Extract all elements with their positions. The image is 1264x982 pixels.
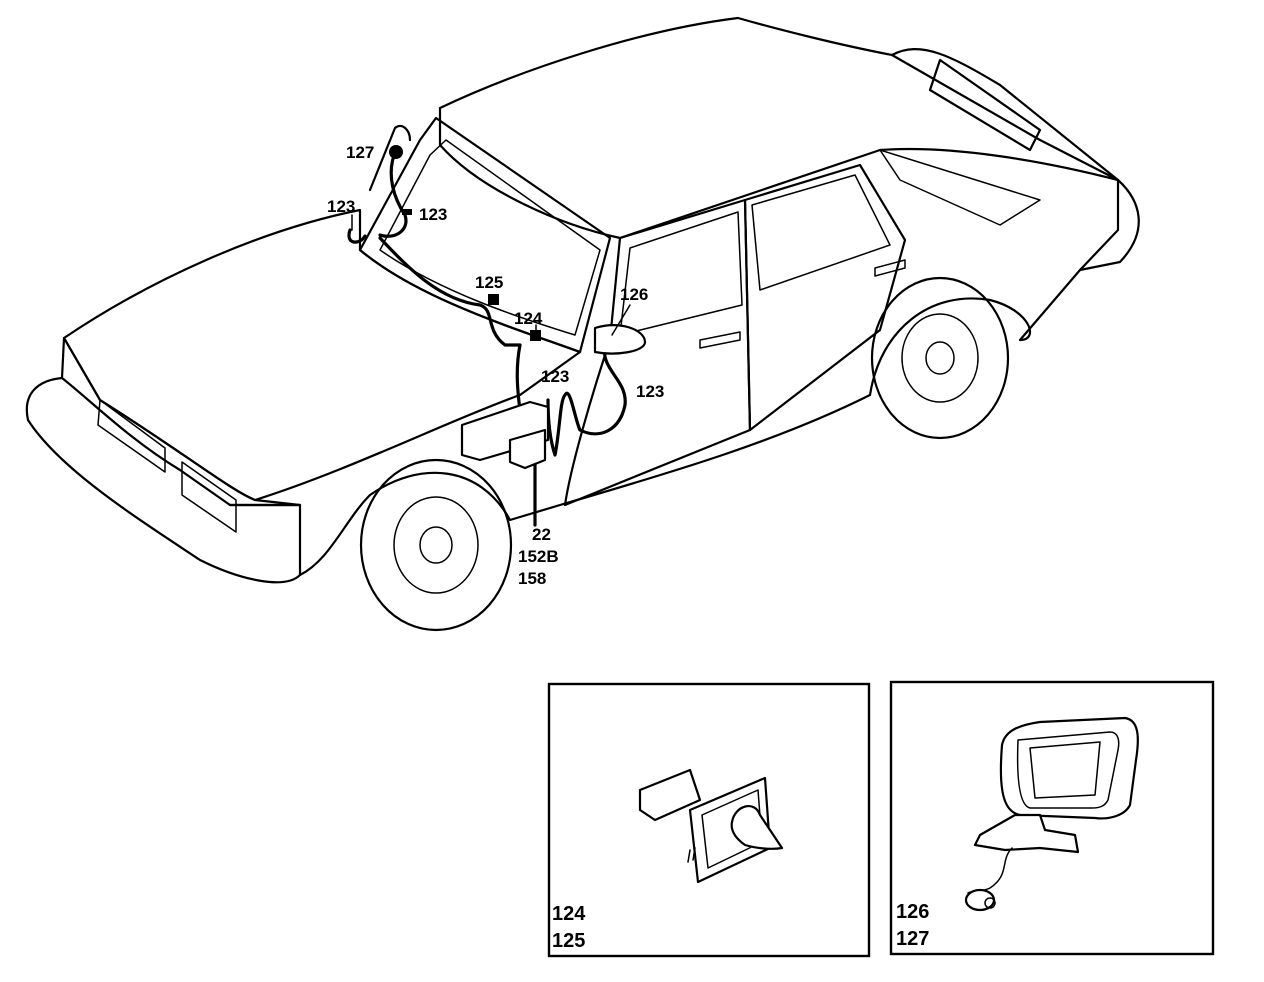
callout-123-center: 123	[541, 367, 569, 386]
car-hood	[62, 208, 582, 502]
wiring-harness	[347, 124, 647, 527]
inset-switch-label-2: 125	[552, 930, 585, 952]
mirror-illustration	[964, 716, 1139, 912]
connector-127	[389, 145, 403, 159]
inset-switch-panel: 124 125	[547, 682, 871, 958]
switch-knob	[730, 805, 784, 850]
inset-mirror-label-1: 126	[896, 901, 929, 923]
switch-illustration	[638, 768, 784, 884]
callout-127: 127	[346, 143, 374, 162]
connector-124	[530, 330, 541, 341]
callout-125: 125	[475, 273, 503, 292]
switch-pin	[687, 847, 696, 863]
car-front-door	[563, 198, 752, 507]
windscreen-inner	[379, 139, 601, 336]
connector-123-right	[402, 209, 412, 215]
car-roof	[438, 16, 1120, 240]
switch-housing	[638, 768, 702, 822]
connector-125	[488, 294, 499, 305]
callout-126: 126	[620, 285, 648, 304]
callout-labels: 127 123 123 125 124 126 123 123 22 152B …	[327, 143, 664, 588]
callout-152b: 152B	[518, 547, 559, 566]
rear-wheel	[870, 276, 1010, 440]
leader-126	[611, 304, 631, 336]
car-bumper	[25, 376, 302, 584]
harness-main	[378, 236, 522, 412]
mirror-glass-inner	[1029, 741, 1101, 799]
harness-center	[546, 343, 627, 457]
mirror-connector-end	[984, 897, 996, 909]
mirror-glass	[1016, 731, 1120, 809]
mirror-arm	[973, 813, 1080, 854]
car-rear-spoiler	[928, 58, 1042, 152]
rear-door-handle	[874, 259, 906, 277]
front-window	[619, 211, 743, 336]
inset-mirror-label-2: 127	[896, 928, 929, 950]
car-headlight	[181, 461, 237, 533]
harness-mirror-left	[378, 148, 408, 238]
mirror-housing	[999, 716, 1139, 820]
callout-124: 124	[514, 309, 543, 328]
car-grille	[97, 399, 166, 473]
front-wheel	[359, 458, 513, 632]
rear-wheel-rim	[901, 313, 979, 403]
front-door-handle	[699, 331, 741, 349]
front-wheel-rim	[393, 496, 479, 594]
callout-123-door: 123	[636, 382, 664, 401]
inset-switch-label-1: 124	[552, 903, 586, 925]
harness-loop-left	[347, 228, 367, 244]
control-unit-bracket	[508, 428, 547, 470]
callout-22: 22	[532, 525, 551, 544]
inset-mirror-panel: 126 127	[889, 680, 1215, 956]
rear-wheel-hub	[925, 341, 955, 375]
mirror-left-on-car	[368, 124, 412, 192]
mirror-right-on-car	[593, 324, 647, 355]
rear-window	[751, 174, 891, 291]
rear-quarter-window	[879, 149, 1041, 226]
mirror-connector	[964, 888, 996, 912]
callout-123-right: 123	[419, 205, 447, 224]
car-rear-door	[743, 163, 907, 432]
car-rear	[890, 48, 1140, 272]
front-wheel-hub	[419, 526, 453, 564]
callout-123-left: 123	[327, 197, 355, 216]
car-illustration	[25, 16, 1140, 632]
car-side	[298, 178, 1120, 577]
callout-158: 158	[518, 569, 546, 588]
